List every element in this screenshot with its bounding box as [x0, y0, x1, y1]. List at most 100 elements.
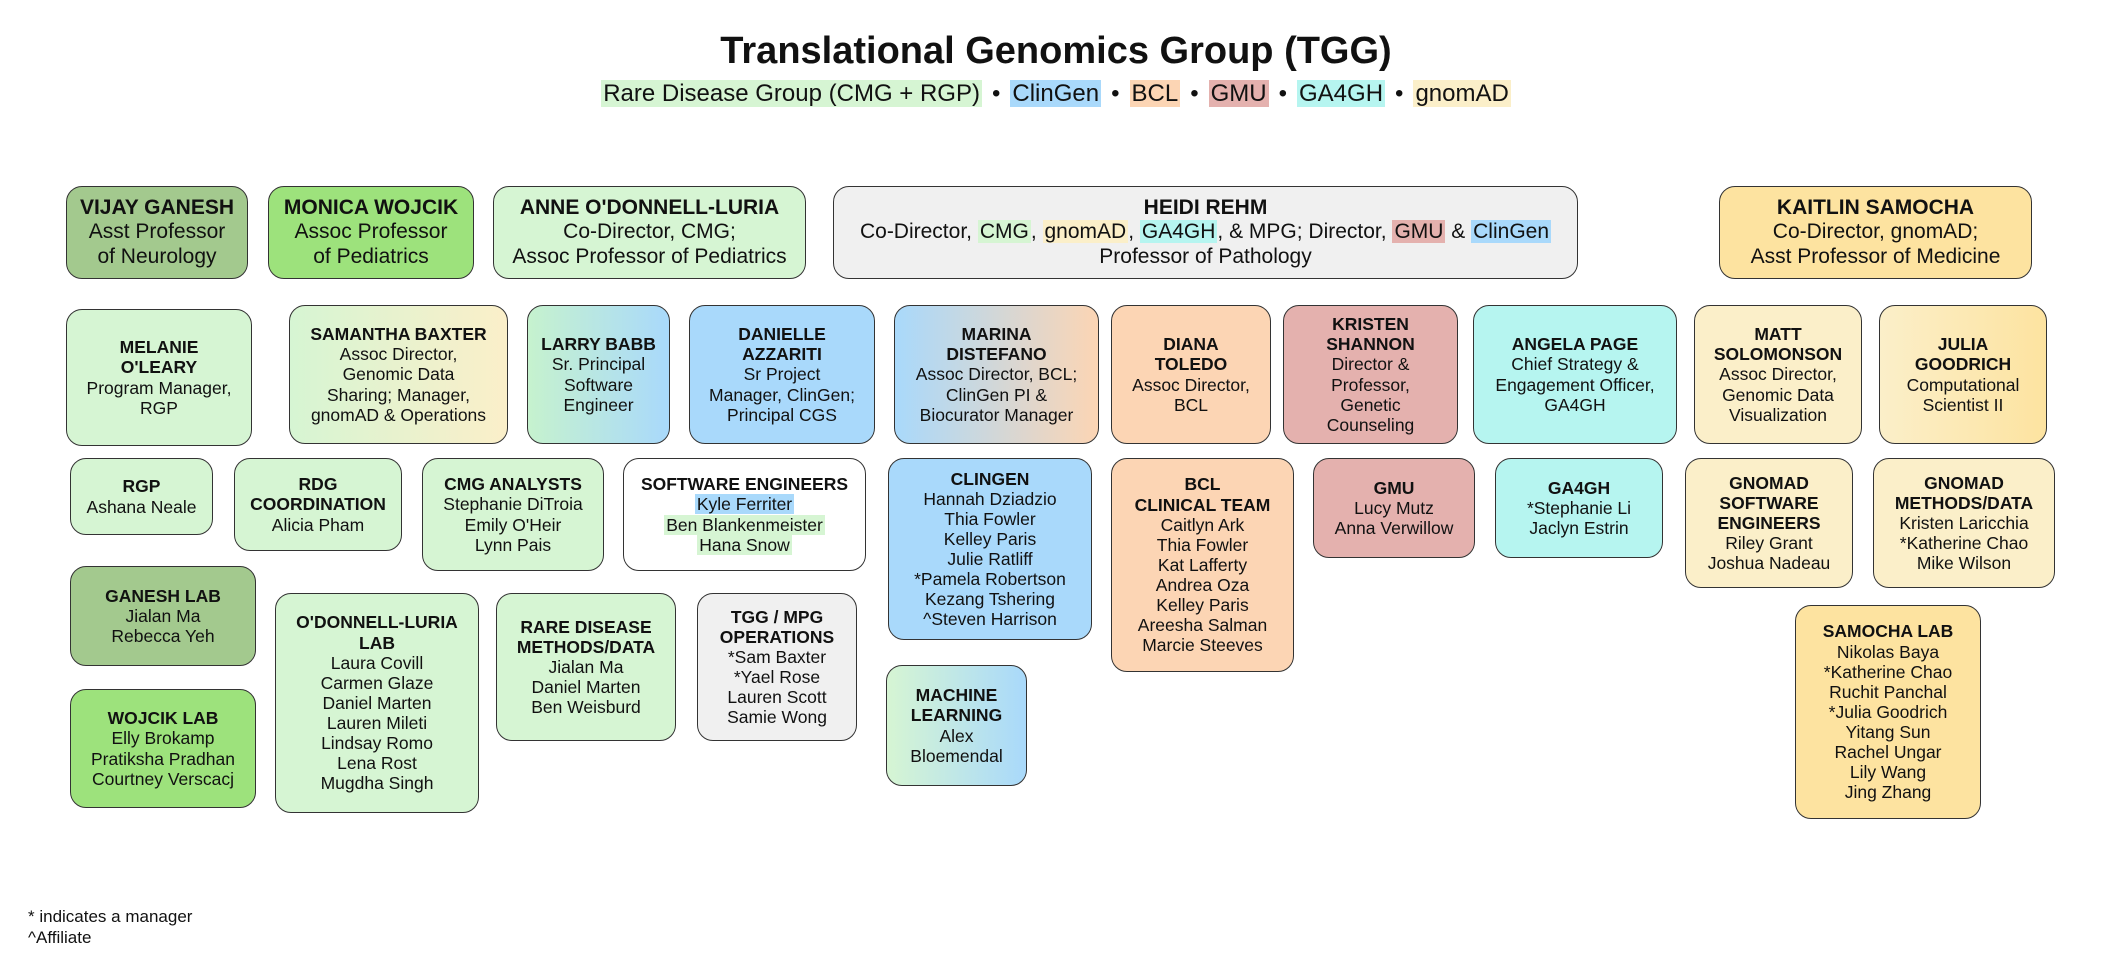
team-member: *Katherine Chao [1823, 661, 1953, 682]
role-line: Chief Strategy & [1511, 354, 1639, 375]
legend-separator: • [1278, 80, 1287, 107]
role-line: Assoc Professor of Pediatrics [512, 244, 787, 268]
title-fragment: ClinGen [1471, 220, 1552, 244]
legend-item: GA4GH [1297, 80, 1386, 107]
box-heading: GMU [1373, 477, 1415, 498]
lead-heidi-rehm: HEIDI REHM Co-Director, CMG, gnomAD, GA4… [833, 186, 1578, 279]
legend-separator: • [1111, 80, 1120, 107]
role-line: Genomic Data [342, 364, 455, 385]
role-line: of Pediatrics [313, 244, 429, 268]
legend-item: GMU [1208, 80, 1269, 107]
box-heading: METHODS/DATA [516, 636, 656, 657]
role-line: Scientist II [1922, 394, 2004, 415]
team-member: Pratiksha Pradhan [91, 748, 235, 769]
legend-item: BCL [1129, 80, 1181, 107]
box-heading: DANIELLE [738, 324, 826, 345]
team-member: *Stephanie Li [1526, 497, 1632, 518]
team-member: Carmen Glaze [320, 672, 434, 693]
title-fragment: , [1128, 220, 1140, 244]
role-line: Program Manager, [86, 377, 232, 398]
lead-name: HEIDI REHM [1143, 196, 1268, 220]
role-line: Biocurator Manager [919, 404, 1074, 425]
team-member: *Sam Baxter [727, 646, 827, 667]
role-line: Professor, [1331, 374, 1410, 395]
role-line: RGP [140, 397, 178, 418]
box-heading: GNOMAD [1924, 472, 2004, 493]
team-member: Samie Wong [727, 707, 827, 728]
box-heading: JULIA [1937, 334, 1989, 355]
team-member: Lily Wang [1849, 762, 1927, 783]
box-heading: LARRY BABB [541, 334, 656, 355]
box-heading: KAITLIN SAMOCHA [1776, 196, 1975, 220]
box-heading: DIANA [1163, 334, 1219, 355]
role-line: Principal CGS [727, 404, 837, 425]
box-heading: VIJAY GANESH [79, 196, 235, 220]
team-member: Yitang Sun [1845, 722, 1931, 743]
box-heading: CLINICAL TEAM [1134, 494, 1271, 515]
role-line: Engineer [563, 394, 634, 415]
team-member: Alicia Pham [271, 514, 365, 535]
title-fragment: CMG [977, 220, 1031, 244]
footnote-manager: * indicates a manager [28, 907, 193, 926]
team-member: Andrea Oza [1155, 575, 1250, 596]
team-member: *Yael Rose [733, 667, 821, 687]
box-heading: SOFTWARE [1719, 492, 1819, 513]
team-member: Bloemendal [910, 745, 1003, 766]
box-heading: SOFTWARE ENGINEERS [640, 474, 849, 495]
box-heading: RDG [298, 474, 338, 495]
title-fragment: Co-Director, [859, 220, 978, 244]
box-heading: CMG ANALYSTS [444, 474, 582, 495]
team-member: Stephanie DiTroia [443, 494, 583, 515]
team-member: Elly Brokamp [111, 728, 215, 749]
team-member: Joshua Nadeau [1707, 553, 1831, 574]
team-member: Daniel Marten [531, 677, 641, 698]
box-heading: O'DONNELL-LURIA [296, 612, 458, 633]
team-member: Riley Grant [1725, 533, 1813, 554]
title-fragment: & [1445, 220, 1472, 244]
program-legend: Rare Disease Group (CMG + RGP)•ClinGen•B… [0, 80, 2112, 108]
box-heading: LEARNING [910, 705, 1003, 726]
team-member: Alex [939, 725, 974, 746]
box-heading: OPERATIONS [719, 626, 835, 647]
team-member: *Julia Goodrich [1828, 701, 1948, 722]
box-heading: MARINA [961, 324, 1032, 345]
box-heading: GANESH LAB [105, 585, 221, 606]
role-line: GA4GH [1544, 394, 1606, 415]
role-line: Engagement Officer, [1495, 374, 1655, 395]
lead-title-line: Co-Director, CMG, gnomAD, GA4GH, & MPG; … [859, 220, 1552, 244]
role-line: of Neurology [97, 244, 217, 268]
role-line: Co-Director, CMG; [563, 220, 736, 244]
box-heading: CLINGEN [950, 468, 1030, 489]
title-fragment: GMU [1392, 220, 1446, 244]
box-heading: SAMOCHA LAB [1822, 621, 1954, 642]
team-member: Rebecca Yeh [111, 626, 215, 647]
title-fragment: GA4GH [1139, 220, 1218, 244]
lead-title-line: Professor of Pathology [1099, 244, 1312, 268]
box-heading: RGP [122, 476, 161, 497]
box-heading: DISTEFANO [946, 344, 1047, 365]
box-heading: KRISTEN [1332, 314, 1409, 335]
box-heading: GOODRICH [1914, 354, 2012, 375]
title-fragment: , [1030, 220, 1043, 244]
team-member: Lena Rost [337, 753, 417, 774]
title-fragment: gnomAD [1042, 220, 1129, 244]
team-member: Courtney Verscacj [91, 768, 234, 789]
role-line: gnomAD & Operations [310, 404, 487, 425]
legend-item: Rare Disease Group (CMG + RGP) [601, 80, 982, 107]
box-heading: SOLOMONSON [1713, 344, 1843, 365]
box-heading: RARE DISEASE [520, 616, 652, 637]
